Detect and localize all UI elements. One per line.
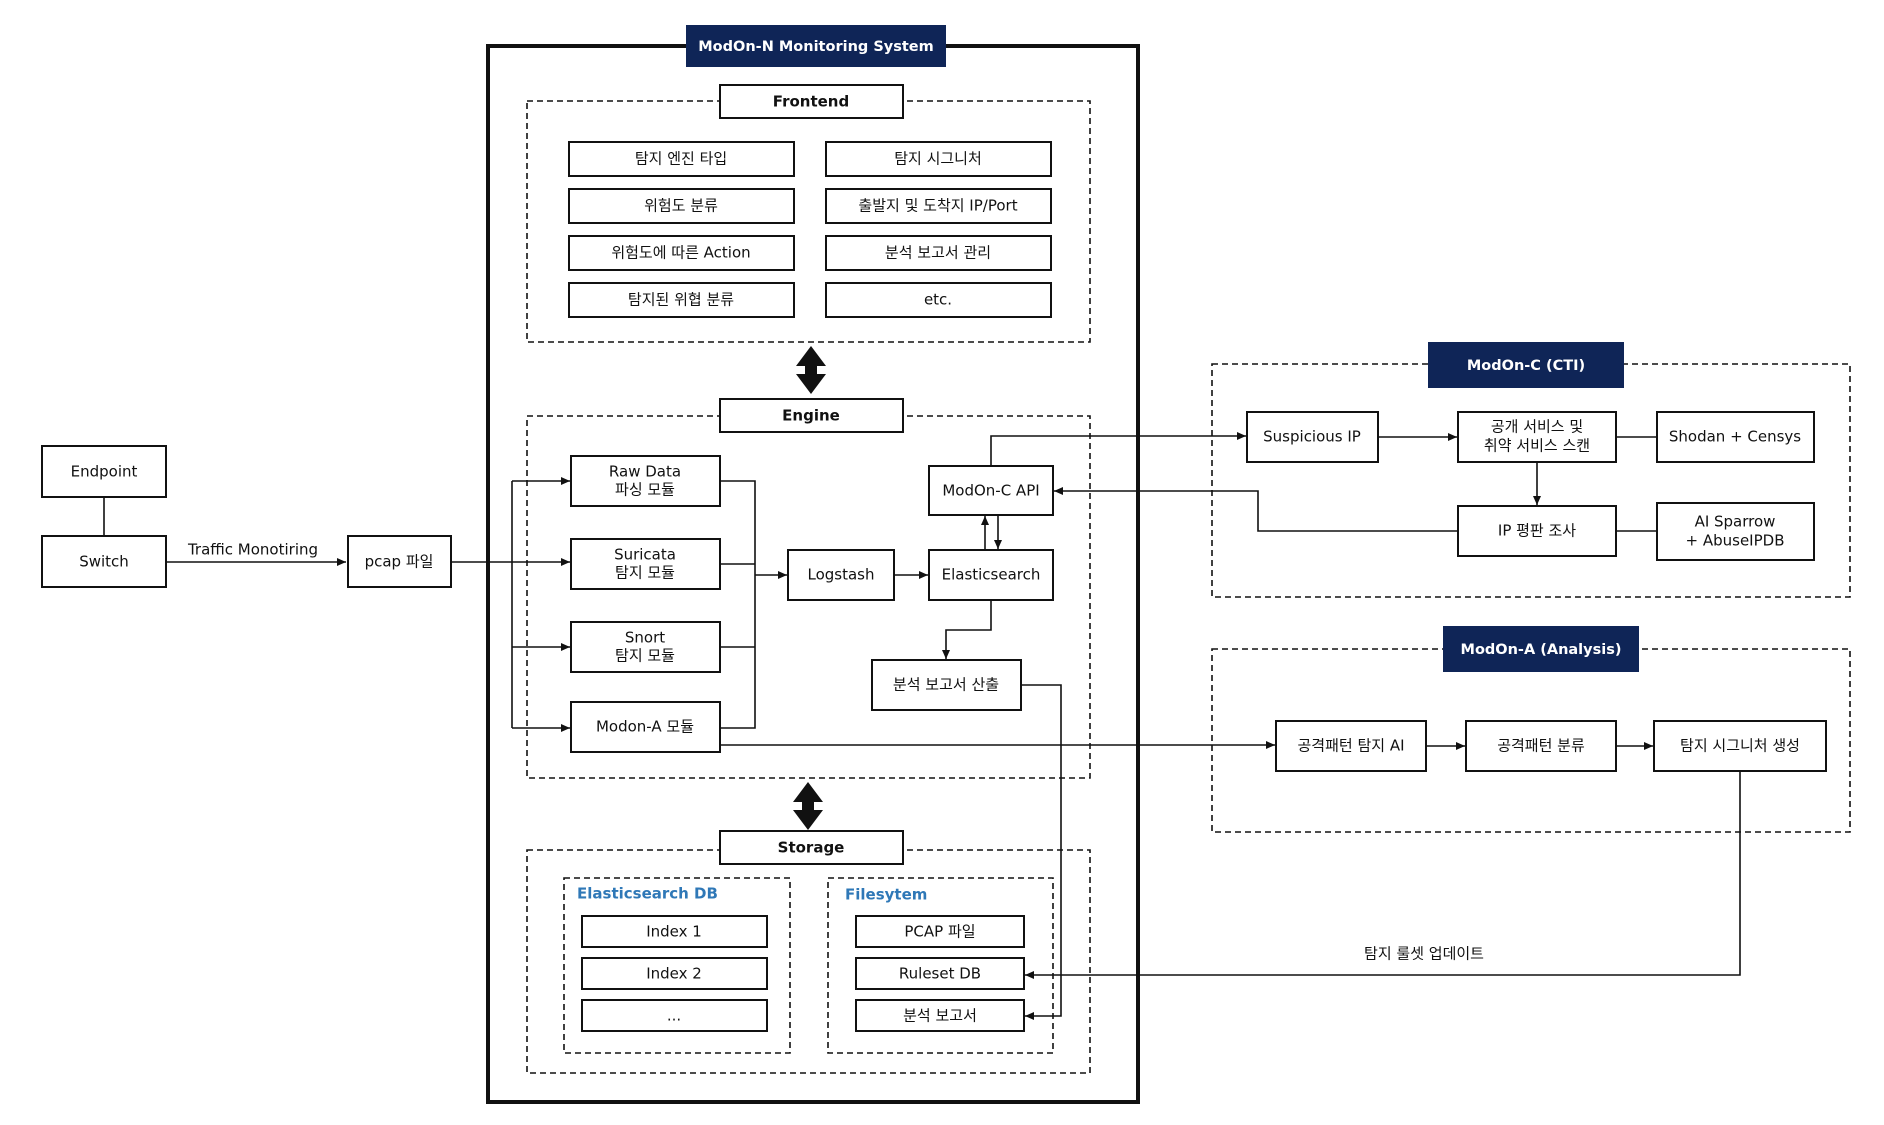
filesystem-item: PCAP 파일	[904, 923, 975, 941]
frontend-engine-double-arrow	[796, 346, 826, 394]
attack-pattern-classify-box	[1465, 720, 1617, 772]
frontend-item-box	[825, 235, 1052, 271]
frontend-item-box	[825, 188, 1052, 224]
es-db-item: Index 2	[646, 965, 702, 983]
modon-a-module-box	[570, 701, 721, 753]
modon-c-api-label: ModOn-C API	[942, 482, 1039, 500]
service-scan-label: 취약 서비스 스캔	[1484, 437, 1590, 455]
filesystem-item-box	[855, 915, 1025, 948]
frontend-title: Frontend	[773, 93, 849, 111]
endpoint-box	[41, 445, 167, 498]
frontend-item-box	[825, 282, 1052, 318]
attack-pattern-ai-box	[1275, 720, 1427, 772]
report-generation-box	[871, 659, 1022, 711]
modules-merge-line	[720, 480, 756, 729]
modon-a-module-label: Modon-A 모듈	[596, 718, 694, 736]
service-scan-label: 공개 서비스 및	[1491, 418, 1583, 436]
engine-storage-double-arrow	[793, 782, 823, 830]
arrow-report-to-file	[1021, 684, 1062, 1020]
suricata-label: Suricata	[614, 546, 676, 564]
elasticsearch-box	[928, 549, 1054, 601]
system-title-bar	[686, 25, 946, 67]
arrow-signature-to-ruleset	[1025, 771, 1741, 979]
es-db-item-box	[581, 915, 768, 948]
snort-module-box	[570, 621, 721, 673]
suspicious-ip-box	[1246, 411, 1379, 463]
frontend-item: 탐지 엔진 타입	[635, 150, 727, 168]
signature-generation-label: 탐지 시그니처 생성	[1680, 737, 1800, 755]
frontend-item-box	[568, 235, 795, 271]
frontend-item: 위험도에 따른 Action	[611, 244, 750, 262]
endpoint-label: Endpoint	[71, 463, 138, 481]
suricata-module-box	[570, 538, 721, 590]
frontend-item-box	[825, 141, 1052, 177]
frontend-item-box	[568, 282, 795, 318]
raw-data-label: Raw Data	[609, 463, 681, 481]
logstash-label: Logstash	[807, 566, 874, 584]
cti-title: ModOn-C (CTI)	[1467, 358, 1585, 374]
cti-frame	[1211, 363, 1851, 598]
filesystem-frame	[827, 877, 1054, 1054]
analysis-frame	[1211, 648, 1851, 833]
ai-sparrow-label: + AbuseIPDB	[1686, 532, 1785, 550]
ai-sparrow-label: AI Sparrow	[1695, 513, 1776, 531]
frontend-item: 탐지된 위협 분류	[628, 291, 734, 309]
es-db-item: Index 1	[646, 923, 702, 941]
snort-label: 탐지 모듈	[615, 647, 675, 665]
es-db-item-box	[581, 999, 768, 1032]
suspicious-ip-label: Suspicious IP	[1263, 428, 1361, 446]
pcap-file-label: pcap 파일	[365, 553, 434, 571]
arrow-es-to-report	[942, 600, 992, 659]
frontend-item: etc.	[924, 291, 952, 309]
filesystem-item-box	[855, 957, 1025, 990]
suricata-label: 탐지 모듈	[615, 564, 675, 582]
filesystem-item-box	[855, 999, 1025, 1032]
shodan-censys-label: Shodan + Censys	[1669, 428, 1801, 446]
frontend-item-box	[568, 141, 795, 177]
es-db-title: Elasticsearch DB	[577, 885, 718, 903]
raw-data-parser-box	[570, 455, 721, 507]
snort-label: Snort	[625, 629, 665, 647]
frontend-item: 분석 보고서 관리	[885, 244, 991, 262]
filesystem-item: 분석 보고서	[903, 1007, 977, 1025]
elasticsearch-label: Elasticsearch	[942, 566, 1041, 584]
es-db-item-box	[581, 957, 768, 990]
frontend-item-box	[568, 188, 795, 224]
raw-data-label: 파싱 모듈	[615, 481, 675, 499]
arrow-api-to-suspicious-ip	[990, 432, 1246, 466]
es-db-item: ...	[667, 1007, 681, 1025]
switch-label: Switch	[79, 553, 129, 571]
arrow-reputation-to-api	[1054, 487, 1458, 532]
filesystem-title: Filesytem	[845, 886, 927, 904]
engine-title: Engine	[782, 407, 840, 425]
analysis-title: ModOn-A (Analysis)	[1461, 642, 1622, 658]
traffic-monitoring-label: Traffic Monotiring	[187, 541, 318, 559]
engine-title-box	[719, 398, 904, 433]
frontend-item: 출발지 및 도착지 IP/Port	[858, 197, 1017, 215]
report-generation-label: 분석 보고서 산출	[893, 676, 999, 694]
storage-title-box	[719, 830, 904, 865]
ip-reputation-label: IP 평판 조사	[1498, 522, 1576, 540]
storage-title: Storage	[778, 839, 845, 857]
system-title: ModOn-N Monitoring System	[698, 39, 933, 55]
frontend-title-box	[719, 84, 904, 119]
ruleset-update-label: 탐지 룰셋 업데이트	[1364, 945, 1484, 963]
frontend-item: 위험도 분류	[644, 197, 718, 215]
attack-pattern-classify-label: 공격패턴 분류	[1497, 737, 1585, 755]
es-db-frame	[563, 877, 791, 1054]
filesystem-item: Ruleset DB	[899, 965, 981, 983]
frontend-item: 탐지 시그니처	[894, 150, 982, 168]
attack-pattern-ai-label: 공격패턴 탐지 AI	[1297, 737, 1404, 755]
analysis-title-bar	[1443, 626, 1639, 672]
cti-title-bar	[1428, 342, 1624, 388]
